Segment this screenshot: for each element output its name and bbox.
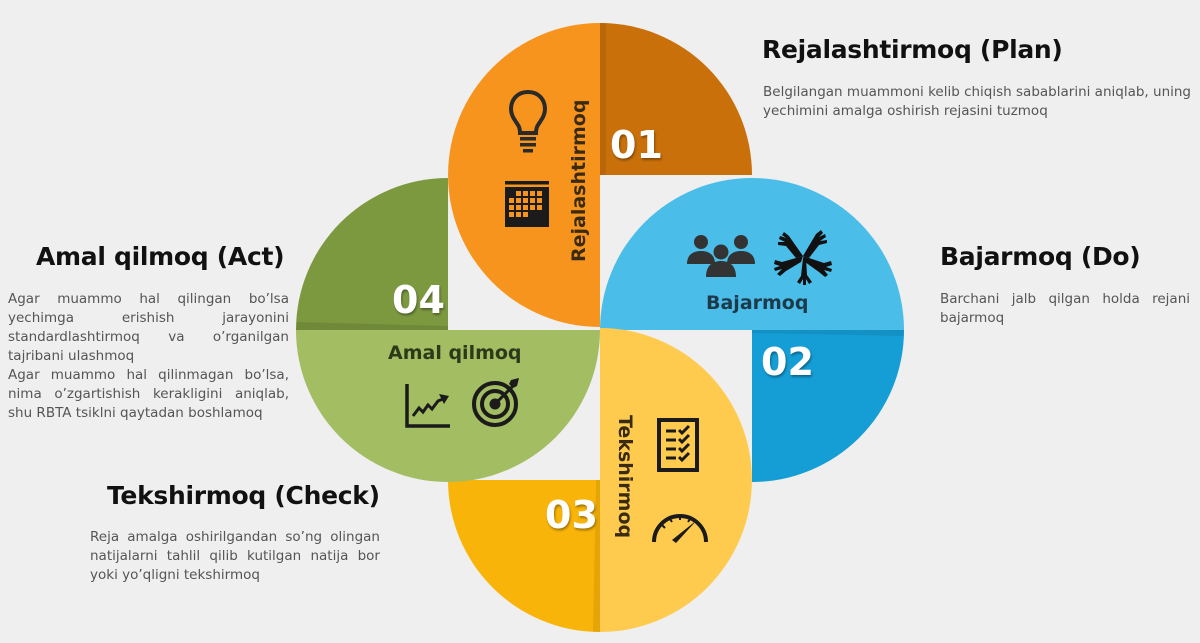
plan-segment bbox=[448, 23, 752, 327]
act-segment bbox=[296, 178, 600, 482]
plan-light-half bbox=[448, 23, 600, 327]
do-description: Barchani jalb qilgan holda rejani bajarm… bbox=[940, 290, 1190, 328]
check-light-half bbox=[600, 328, 752, 632]
act-light-half bbox=[296, 330, 600, 482]
check-title: Tekshirmoq (Check) bbox=[107, 481, 380, 510]
step-number-02: 02 bbox=[761, 340, 814, 384]
act-dark-quarter bbox=[296, 178, 448, 330]
segment-label-do: Bajarmoq bbox=[706, 292, 809, 314]
act-description-text-2: Agar muammo hal qilinmagan bo’lsa, nima … bbox=[8, 367, 289, 421]
check-dark-quarter bbox=[448, 480, 600, 632]
act-title: Amal qilmoq (Act) bbox=[36, 242, 285, 271]
target-icon bbox=[472, 378, 519, 427]
checklist-icon bbox=[657, 418, 699, 472]
calendar-icon bbox=[505, 181, 549, 227]
do-title: Bajarmoq (Do) bbox=[940, 242, 1141, 271]
segment-label-act: Amal qilmoq bbox=[388, 342, 522, 364]
segment-label-check: Tekshirmoq bbox=[614, 415, 636, 539]
plan-title: Rejalashtirmoq (Plan) bbox=[762, 35, 1063, 64]
do-light-half bbox=[600, 178, 904, 330]
segment-label-plan: Rejalashtirmoq bbox=[568, 99, 590, 262]
plan-description: Belgilangan muammoni kelib chiqish sabab… bbox=[763, 83, 1191, 121]
plan-description-text: Belgilangan muammoni kelib chiqish sabab… bbox=[763, 84, 1191, 119]
do-segment bbox=[600, 178, 904, 482]
plan-dark-quarter bbox=[600, 23, 752, 175]
hands-together-icon bbox=[774, 230, 832, 285]
step-number-01: 01 bbox=[610, 123, 663, 167]
act-description-text-1: Agar muammo hal qilingan bo’lsa yechimga… bbox=[8, 291, 289, 364]
check-description: Reja amalga oshirilgandan so’ng olingan … bbox=[90, 528, 380, 585]
check-description-text: Reja amalga oshirilgandan so’ng olingan … bbox=[90, 529, 380, 583]
growth-chart-icon bbox=[405, 384, 450, 428]
lightbulb-icon bbox=[508, 89, 548, 153]
do-description-text: Barchani jalb qilgan holda rejani bajarm… bbox=[940, 291, 1190, 326]
gauge-icon bbox=[652, 514, 708, 543]
step-number-03: 03 bbox=[545, 493, 598, 537]
check-segment bbox=[448, 328, 752, 632]
act-description: Agar muammo hal qilingan bo’lsa yechimga… bbox=[8, 290, 289, 423]
step-number-04: 04 bbox=[392, 278, 445, 322]
team-icon bbox=[687, 235, 755, 277]
do-dark-quarter bbox=[752, 330, 904, 482]
